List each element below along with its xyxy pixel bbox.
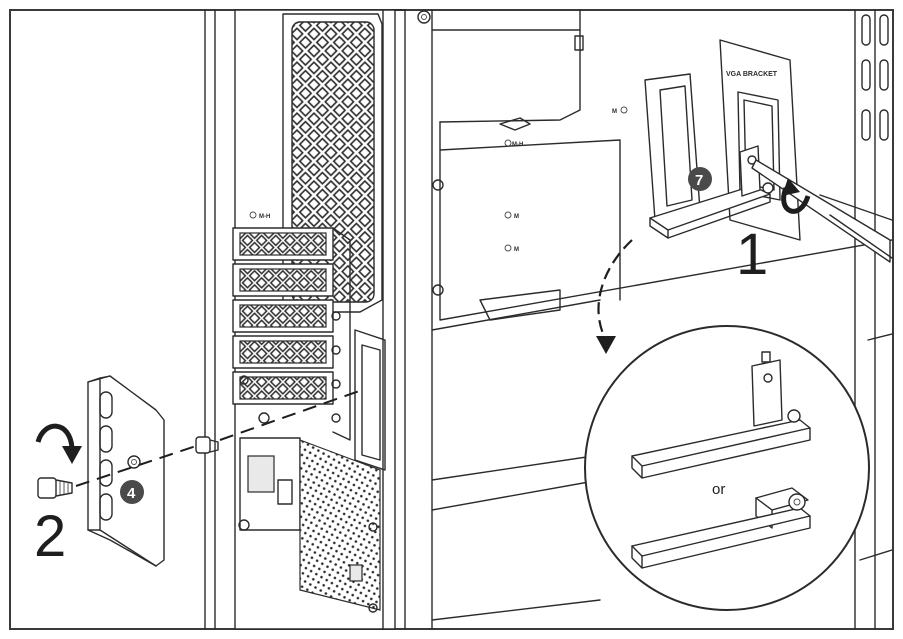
curved-arrow-down-icon — [35, 423, 82, 464]
bracket-option-b — [631, 487, 811, 569]
bracket-option-a — [631, 351, 811, 479]
badge-7: 7 — [688, 167, 712, 191]
removed-bracket — [87, 375, 165, 567]
step-number-2: 2 — [34, 504, 66, 569]
mark-m-3: M — [612, 109, 617, 115]
step-number-1: 1 — [736, 222, 768, 287]
magnified-detail: or — [584, 325, 870, 611]
svg-text:7: 7 — [695, 172, 703, 189]
vga-bracket-label: VGA BRACKET — [726, 71, 778, 78]
case-rear-panel: M-H — [204, 9, 431, 630]
badge-4: 4 — [120, 480, 144, 504]
alignment-line-right — [219, 389, 363, 441]
or-label: or — [712, 481, 725, 498]
expansion-slots — [232, 227, 386, 471]
diagram-frame — [9, 9, 894, 630]
mark-m-2: M — [514, 247, 519, 253]
interior-edge-lower — [859, 549, 893, 561]
interior-edge — [867, 333, 893, 341]
screwdriver-turn-icon — [781, 178, 811, 214]
vga-bracket-mount: VGA BRACKET — [644, 39, 801, 241]
svg-text:4: 4 — [127, 485, 136, 502]
mark-m-h-rear: M-H — [259, 214, 270, 220]
thumb-screw-left — [37, 477, 73, 499]
psu-area — [238, 375, 381, 613]
curved-arrow-icon — [596, 239, 633, 354]
mark-m-h-interior: M-H — [512, 142, 523, 148]
thumb-screw-right — [195, 436, 219, 454]
mark-m-1: M — [514, 214, 519, 220]
